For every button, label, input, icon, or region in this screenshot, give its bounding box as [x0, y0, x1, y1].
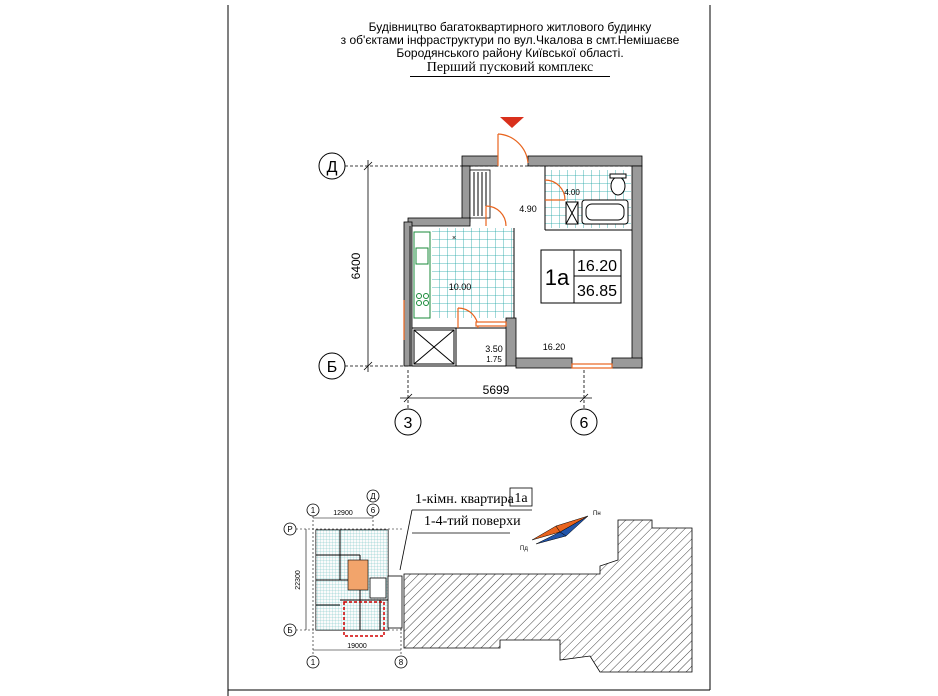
bath-area: 4.00	[564, 188, 580, 197]
compass-south: Пд	[520, 546, 528, 552]
balcony-area-2: 1.75	[486, 355, 502, 364]
dim-width: 5699	[483, 383, 510, 397]
bath-fixtures	[565, 173, 629, 225]
header-subtitle: Перший пусковий комплекс	[410, 60, 610, 77]
stove-icon	[416, 293, 422, 299]
header-line-1: Будівництво багатоквартирного житлового …	[368, 20, 652, 34]
kp-axis-8: 8	[399, 658, 404, 667]
compass-north: Пн	[593, 511, 601, 517]
key-plan	[296, 487, 693, 673]
neighbour-building	[403, 519, 693, 673]
doors	[403, 133, 613, 369]
entrance-marker-icon	[500, 117, 524, 128]
axis-6-label: 6	[580, 415, 589, 432]
kitchen-floor	[432, 228, 514, 318]
partitions	[412, 166, 632, 367]
kp-dim-top: 12900	[333, 510, 353, 517]
axis-6-bubble	[570, 408, 598, 436]
living-area: 16.20	[543, 342, 566, 352]
storage-box	[413, 329, 455, 365]
dim-height: 6400	[349, 252, 363, 279]
apartment-info-box	[540, 249, 622, 304]
kp-dim-left: 22300	[295, 570, 302, 590]
vent-mark-icon: ×	[452, 235, 456, 242]
kp-axis-d: Д	[370, 492, 376, 501]
axis-b-label: Б	[327, 359, 338, 376]
axis-d-bubble	[318, 152, 346, 180]
kitchen-fixtures	[413, 231, 431, 319]
kp-axis-b: Б	[287, 626, 292, 635]
toilet-icon	[610, 176, 626, 196]
apartment-code: 1а	[545, 265, 570, 290]
compass-rose-icon	[531, 515, 589, 545]
apartment-type-code: 1а	[514, 491, 528, 506]
apartment-total: 36.85	[577, 283, 617, 300]
kp-axis-r: Р	[287, 525, 292, 534]
apartment-type-label: 1-кімн. квартира	[415, 492, 515, 507]
axis-b-bubble	[318, 352, 346, 380]
kp-axis-1-bot: 1	[311, 658, 316, 667]
page-frame	[227, 5, 711, 696]
header-line-2: з об'єктами інфраструктури по вул.Чкалов…	[340, 33, 680, 47]
header-line-3: Бородянського району Київської області.	[396, 46, 624, 60]
kp-dim-bottom: 19000	[347, 643, 367, 650]
kitchen-area: 10.00	[449, 282, 472, 292]
balcony-area-1: 3.50	[485, 344, 503, 354]
apartment-highlight	[343, 601, 385, 637]
kp-axis-1-top: 1	[311, 506, 316, 515]
axis-d-label: Д	[327, 159, 338, 176]
floors-label: 1-4-тий поверхи	[424, 514, 521, 529]
ventilation-shaft	[469, 169, 491, 219]
hall-area: 4.90	[519, 204, 537, 214]
sink-icon	[415, 247, 429, 265]
walls	[403, 155, 643, 369]
axis-3-bubble	[394, 408, 422, 436]
axis-3-label: 3	[404, 415, 413, 432]
kp-axis-6: 6	[371, 506, 376, 515]
apartment-living: 16.20	[577, 258, 617, 275]
dimension-lines	[363, 160, 592, 403]
